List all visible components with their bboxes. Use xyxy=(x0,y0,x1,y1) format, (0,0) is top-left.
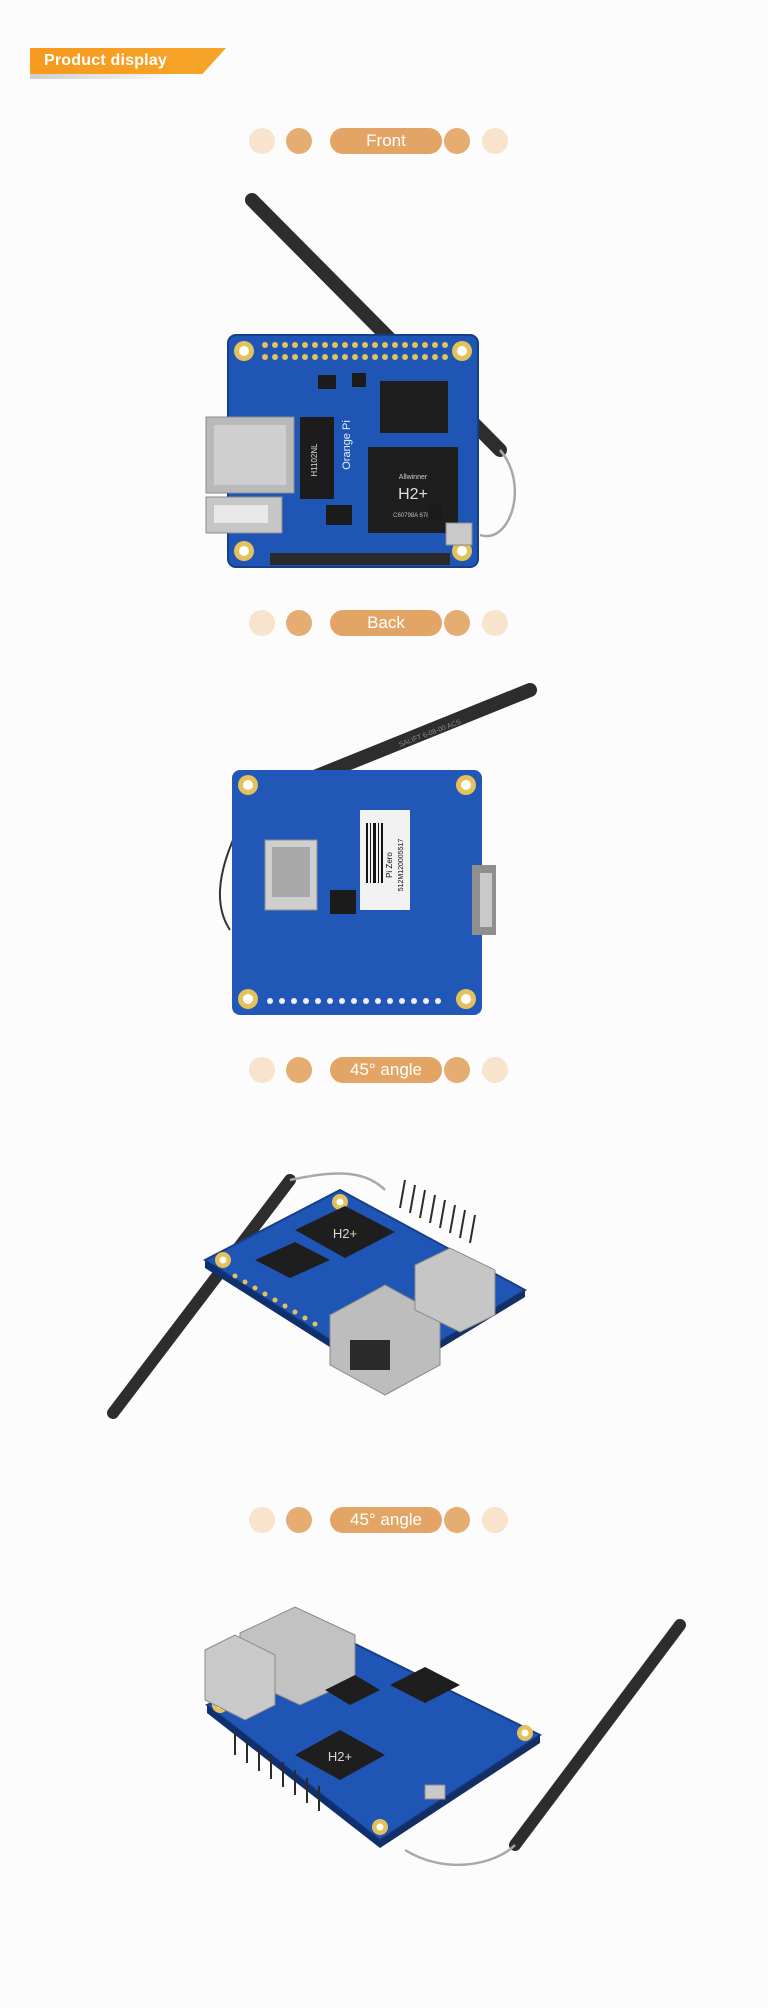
angle-soc-label-2: H2+ xyxy=(328,1749,352,1764)
dot-decoration xyxy=(444,128,470,154)
board-angle-image-1: H2+ xyxy=(107,1172,528,1419)
dot-decoration xyxy=(444,1507,470,1533)
board-brand-text: Orange Pi xyxy=(341,420,353,470)
view-label-back: Back xyxy=(0,610,768,636)
view-pill: 45° angle xyxy=(330,1507,442,1533)
back-label-line-2: 512M120005517 xyxy=(398,839,405,892)
soc-code-label: C60798A 6781 xyxy=(393,513,433,519)
dot-decoration xyxy=(444,610,470,636)
view-label-front: Front xyxy=(0,128,768,154)
dot-decoration xyxy=(286,1507,312,1533)
view-pill: Back xyxy=(330,610,442,636)
dot-decoration xyxy=(444,1057,470,1083)
board-back-image: SALIFT 6-08-00 ACS Pi Zero 512M120005517 xyxy=(219,683,537,1015)
dot-decoration xyxy=(482,610,508,636)
soc-model-label: H2+ xyxy=(398,486,428,503)
back-label-line-1: Pi Zero xyxy=(385,852,394,878)
dot-decoration xyxy=(286,1057,312,1083)
soc-maker-label: Allwinner xyxy=(399,474,428,481)
dot-decoration xyxy=(249,610,275,636)
section-banner: Product display xyxy=(30,48,226,74)
banner-shadow xyxy=(30,74,180,79)
pulse-chip-label: H1102NL xyxy=(310,443,319,477)
dot-decoration xyxy=(482,128,508,154)
dot-decoration xyxy=(482,1507,508,1533)
view-label-angle-1: 45° angle xyxy=(0,1057,768,1083)
angle-soc-label: H2+ xyxy=(333,1226,357,1241)
dot-decoration xyxy=(286,610,312,636)
dot-decoration xyxy=(249,1057,275,1083)
board-front-image: H1102NL Orange Pi Allwinner H2+ C60798A … xyxy=(205,193,517,568)
view-pill: Front xyxy=(330,128,442,154)
dot-decoration xyxy=(249,1507,275,1533)
banner-title: Product display xyxy=(44,52,168,69)
view-pill: 45° angle xyxy=(330,1057,442,1083)
dot-decoration xyxy=(286,128,312,154)
dot-decoration xyxy=(249,128,275,154)
board-angle-image-2: H2+ xyxy=(204,1606,686,1867)
view-label-angle-2: 45° angle xyxy=(0,1507,768,1533)
dot-decoration xyxy=(482,1057,508,1083)
